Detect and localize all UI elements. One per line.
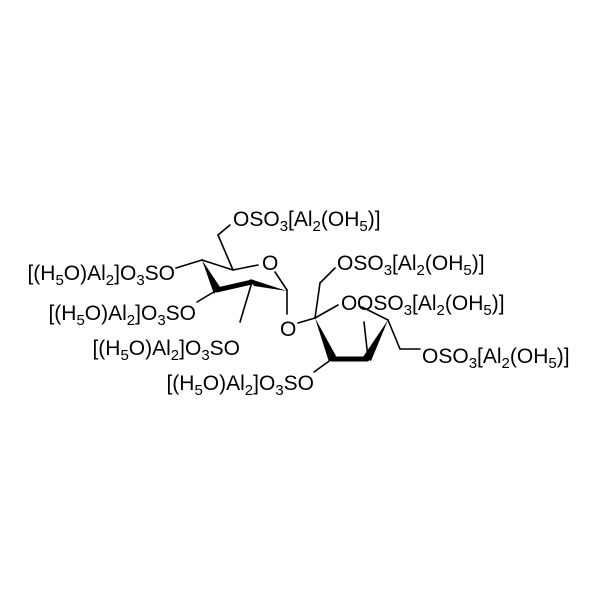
label-glucose-c6: OSO3[Al2(OH5)] xyxy=(233,208,381,235)
bond-c5-o5 xyxy=(232,264,259,271)
bond-c2-o2 xyxy=(239,281,253,323)
bond-c4-c5 xyxy=(201,259,234,271)
bond-o5-c1 xyxy=(274,271,288,291)
glycosidic-oxygen: O xyxy=(280,318,296,341)
wedge-c4f-c5f xyxy=(363,320,388,361)
bond-c4-o4 xyxy=(175,259,203,269)
bond-c3-c2 xyxy=(214,279,255,293)
wedge-c2-c1 xyxy=(250,279,287,291)
label-fructose-c6: OSO3[Al2(OH5)] xyxy=(422,345,570,372)
bond-c2f-c1f xyxy=(314,282,321,319)
bond-c5f-ring-o xyxy=(361,306,389,321)
bond-c2f-ring-o xyxy=(314,304,339,319)
wedge-c2f-c3f xyxy=(315,318,336,362)
label-glucose-c3: [(H5O)Al2]O3SO xyxy=(48,302,196,329)
label-glucose-c4: [(H5O)Al2]O3SO xyxy=(27,262,175,289)
bond-c3-o3 xyxy=(196,289,218,303)
wedge-c4-c3 xyxy=(202,260,220,294)
label-fructose-c4: OSO3[Al2(OH5)] xyxy=(357,292,505,319)
label-fructose-c1: OSO3[Al2(OH5)] xyxy=(337,252,485,279)
bonds xyxy=(175,224,421,373)
ring-oxygen-fructose: O xyxy=(341,292,357,315)
label-glucose-c2: [(H5O)Al2]O3SO xyxy=(92,337,240,364)
bond-c5-c6 xyxy=(217,234,234,271)
bond-c4f-o4f xyxy=(363,321,369,359)
label-fructose-c3: [(H5O)Al2]O3SO xyxy=(166,372,314,399)
ring-oxygen-glucose: O xyxy=(262,252,278,275)
bond-o1-c2f xyxy=(297,317,316,324)
atom-labels: O O O OSO3[Al2(OH5)] [(H5O)Al2]O3SO [(H5… xyxy=(27,208,569,399)
bond-c3f-o3f xyxy=(313,358,333,373)
bond-c5f-c6f xyxy=(387,319,401,350)
bond-c6-o6 xyxy=(217,224,231,236)
bond-c1f-o xyxy=(319,267,336,284)
